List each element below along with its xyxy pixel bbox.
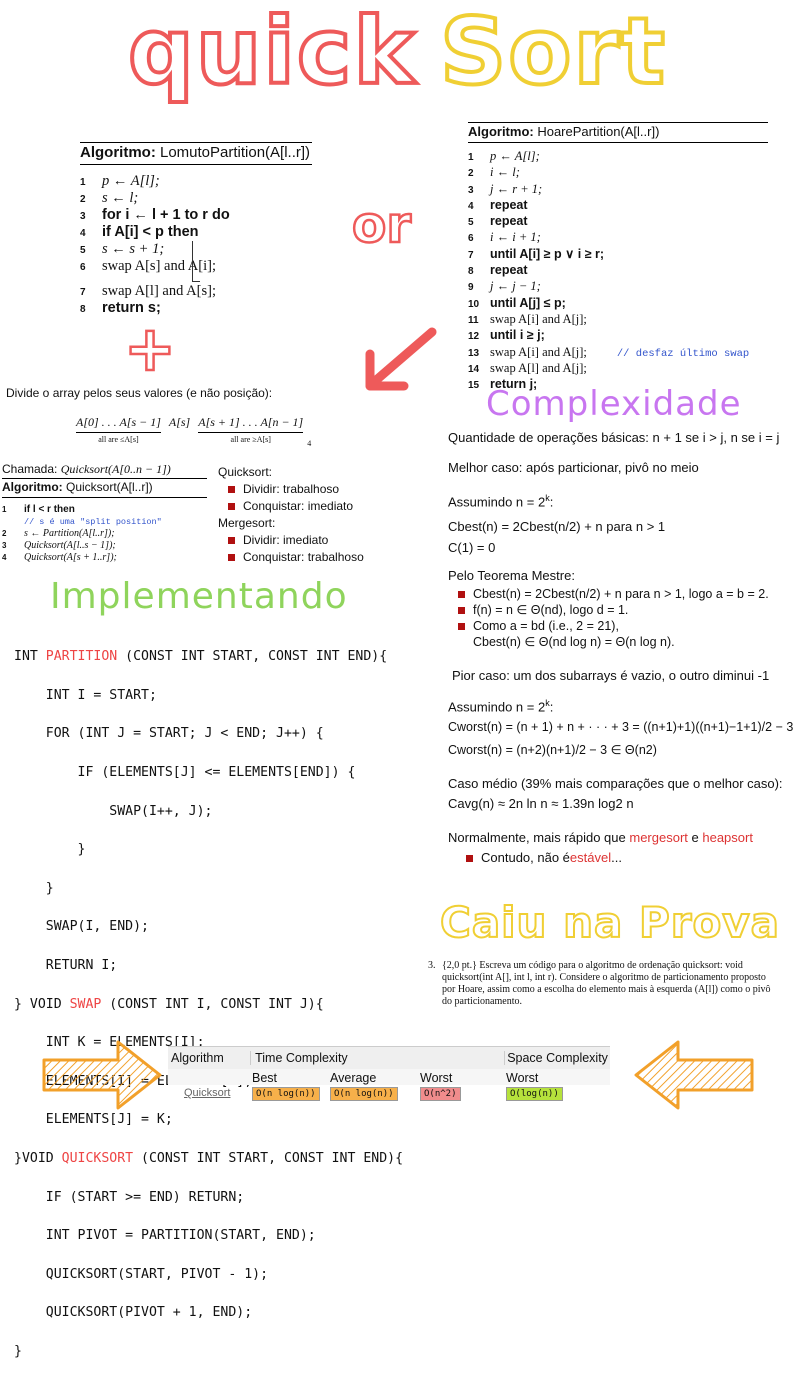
code-line: INT PARTITION (CONST INT START, CONST IN… xyxy=(14,649,388,665)
code-line: IF (START >= END) RETURN; xyxy=(14,1189,245,1205)
implementando-title: Implementando xyxy=(50,576,348,617)
code-line: } VOID SWAP (CONST INT I, CONST INT J){ xyxy=(14,996,324,1012)
code-line: } xyxy=(14,842,86,858)
worst-time-cell: O(n^2) xyxy=(420,1087,461,1101)
plus-label: + xyxy=(123,312,177,385)
mergesort-compare-title: Mergesort: xyxy=(218,516,276,530)
table-subheader-row: Best Average Worst Worst xyxy=(168,1069,610,1085)
title-sort: Sort xyxy=(438,0,667,105)
arrow-right-icon xyxy=(42,1040,162,1110)
best-time-cell: O(n log(n)) xyxy=(252,1087,320,1101)
code-line: } xyxy=(14,880,54,896)
code-line: SWAP(I++, J); xyxy=(14,803,213,819)
code-line: FOR (INT J = START; J < END; J++) { xyxy=(14,726,324,742)
worst-space-cell: O(log(n)) xyxy=(506,1087,563,1101)
table-row: Quicksort O(n log(n)) O(n log(n)) O(n^2)… xyxy=(168,1085,610,1101)
compare-block: Quicksort: Dividir: trabalhoso Conquista… xyxy=(218,465,364,564)
implementation-code: INT PARTITION (CONST INT START, CONST IN… xyxy=(14,628,403,1381)
code-line: SWAP(I, END); xyxy=(14,919,149,935)
complexidade-title: Complexidade xyxy=(486,384,742,424)
code-line: RETURN I; xyxy=(14,958,118,974)
hoare-comment: // desfaz último swap xyxy=(616,347,750,360)
divide-text: Divide o array pelos seus valores (e não… xyxy=(6,386,273,400)
code-line: QUICKSORT(PIVOT + 1, END); xyxy=(14,1305,253,1321)
lomuto-title: Algoritmo: LomutoPartition(A[l..r]) xyxy=(80,143,312,165)
code-line: ELEMENTS[J] = K; xyxy=(14,1112,173,1128)
code-line: INT PIVOT = PARTITION(START, END); xyxy=(14,1228,316,1244)
or-label: or xyxy=(351,195,413,256)
code-line: }VOID QUICKSORT (CONST INT START, CONST … xyxy=(14,1151,404,1167)
quicksort-compare-title: Quicksort: xyxy=(218,465,273,479)
lomuto-if-bar xyxy=(192,241,193,281)
arrow-left-icon xyxy=(634,1040,754,1110)
title-quick: quick xyxy=(126,0,417,105)
code-line: INT I = START; xyxy=(14,687,157,703)
average-time-cell: O(n log(n)) xyxy=(330,1087,398,1101)
quicksort-link[interactable]: Quicksort xyxy=(184,1087,231,1099)
table-header-row: Algorithm Time Complexity Space Complexi… xyxy=(168,1046,610,1069)
code-line: } xyxy=(14,1343,22,1359)
exam-question: 3. {2,0 pt.} Escreva um código para o al… xyxy=(428,960,771,1007)
lomuto-if-tick xyxy=(192,281,200,282)
hoare-title: Algoritmo: HoarePartition(A[l..r]) xyxy=(468,122,768,143)
code-line: IF (ELEMENTS[J] <= ELEMENTS[END]) { xyxy=(14,765,356,781)
quicksort-call: Chamada: Quicksort(A[0..n − 1]) xyxy=(2,462,171,476)
complexity-table: Algorithm Time Complexity Space Complexi… xyxy=(168,1046,610,1101)
arrow-down-left-icon xyxy=(365,327,437,391)
caiu-na-prova-title: Caiu na Prova xyxy=(439,897,781,948)
complexidade-block: Quantidade de operações básicas: n + 1 s… xyxy=(448,430,794,865)
code-line: QUICKSORT(START, PIVOT - 1); xyxy=(14,1266,269,1282)
quicksort-title: Algoritmo: Quicksort(A[l..r]) xyxy=(2,479,207,498)
divide-formula: A[0] . . . A[s − 1] all are ≤A[s] A[s] A… xyxy=(76,415,312,448)
